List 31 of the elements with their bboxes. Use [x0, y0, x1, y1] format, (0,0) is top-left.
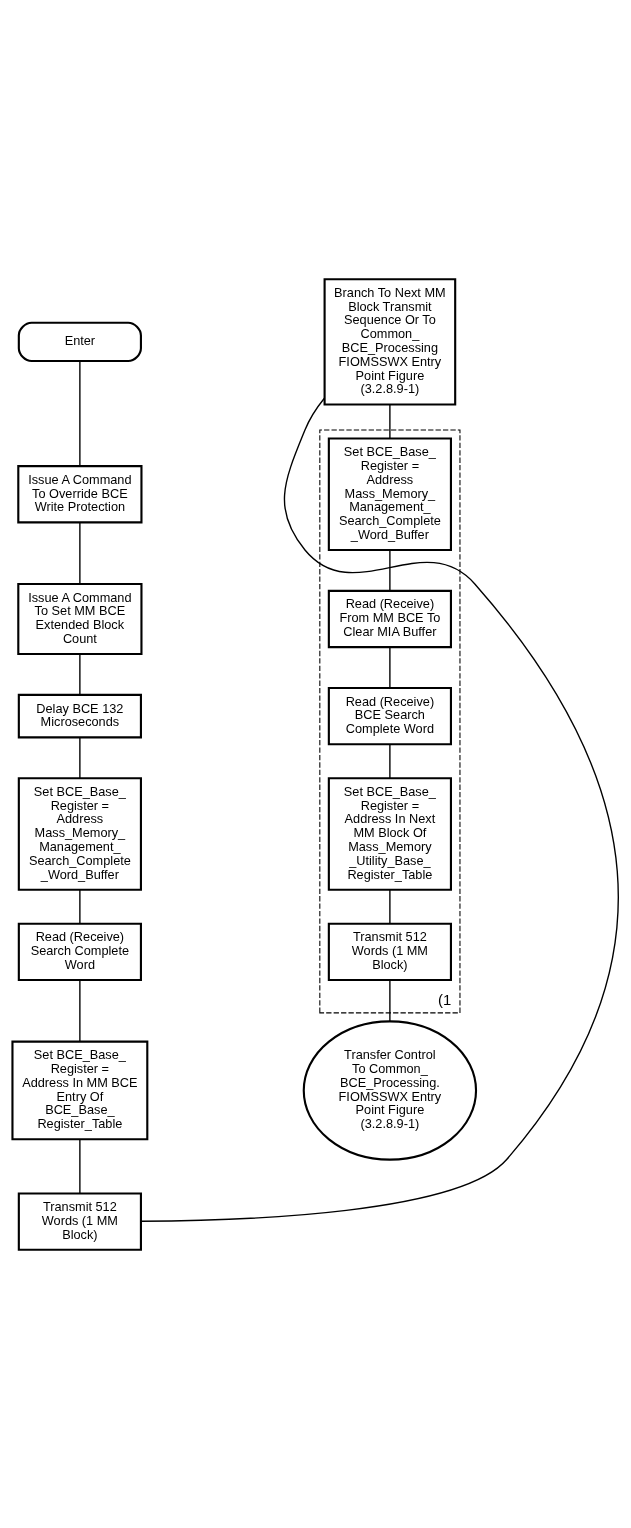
node-box: Read (Receive) From MM BCE To Clear MIA Buffer	[327, 589, 452, 648]
node-box: Read (Receive) Search Complete Word	[17, 922, 142, 981]
node-box: Set BCE_Base_ Register = Address In Next MM Block Of Mass_Memory _Utility_Base_ Register_Table	[327, 776, 452, 891]
connector	[79, 979, 81, 1042]
node-box: Set BCE_Base_ Register = Address In MM BCE Entry Of BCE_Base_ Register_Table	[11, 1040, 149, 1140]
connector	[389, 548, 391, 591]
node-box: Read (Receive) BCE Search Complete Word	[327, 686, 452, 745]
node-box: Delay BCE 132 Microseconds	[17, 693, 142, 738]
connector	[389, 979, 391, 1022]
node-box: Set BCE_Base_ Register = Address Mass_Memory_ Management_ Search_Complete _Word_Buffer	[327, 436, 452, 551]
connector	[79, 359, 81, 467]
node-box: Branch To Next MM Block Transmit Sequence Or To Common_ BCE_Processing FIOMSSWX Entry Point Figure (3.2.8.9-1)	[323, 277, 457, 406]
node-label: (1	[437, 991, 452, 1008]
node-box: Transmit 512 Words (1 MM Block)	[17, 1191, 142, 1251]
node-ellipse: Transfer Control To Common_ BCE_Processing. FIOMSSWX Entry Point Figure (3.2.8.9-1)	[302, 1019, 478, 1161]
connector	[389, 888, 391, 924]
node-box: Issue A Command To Override BCE Write Protection	[17, 464, 143, 523]
node-box: Enter	[17, 321, 142, 362]
connector	[79, 888, 81, 924]
connector	[140, 397, 619, 1222]
node-box: Issue A Command To Set MM BCE Extended Block Count	[17, 582, 143, 655]
connector	[389, 403, 391, 439]
connector	[389, 646, 391, 689]
node-box: Transmit 512 Words (1 MM Block)	[327, 922, 452, 981]
connector	[389, 743, 391, 779]
connector	[79, 652, 81, 695]
connector	[79, 521, 81, 584]
cluster	[319, 429, 461, 1013]
connector	[79, 736, 81, 779]
connector	[79, 1138, 81, 1194]
node-box: Set BCE_Base_ Register = Address Mass_Memory_ Management_ Search_Complete _Word_Buffer	[17, 776, 142, 891]
